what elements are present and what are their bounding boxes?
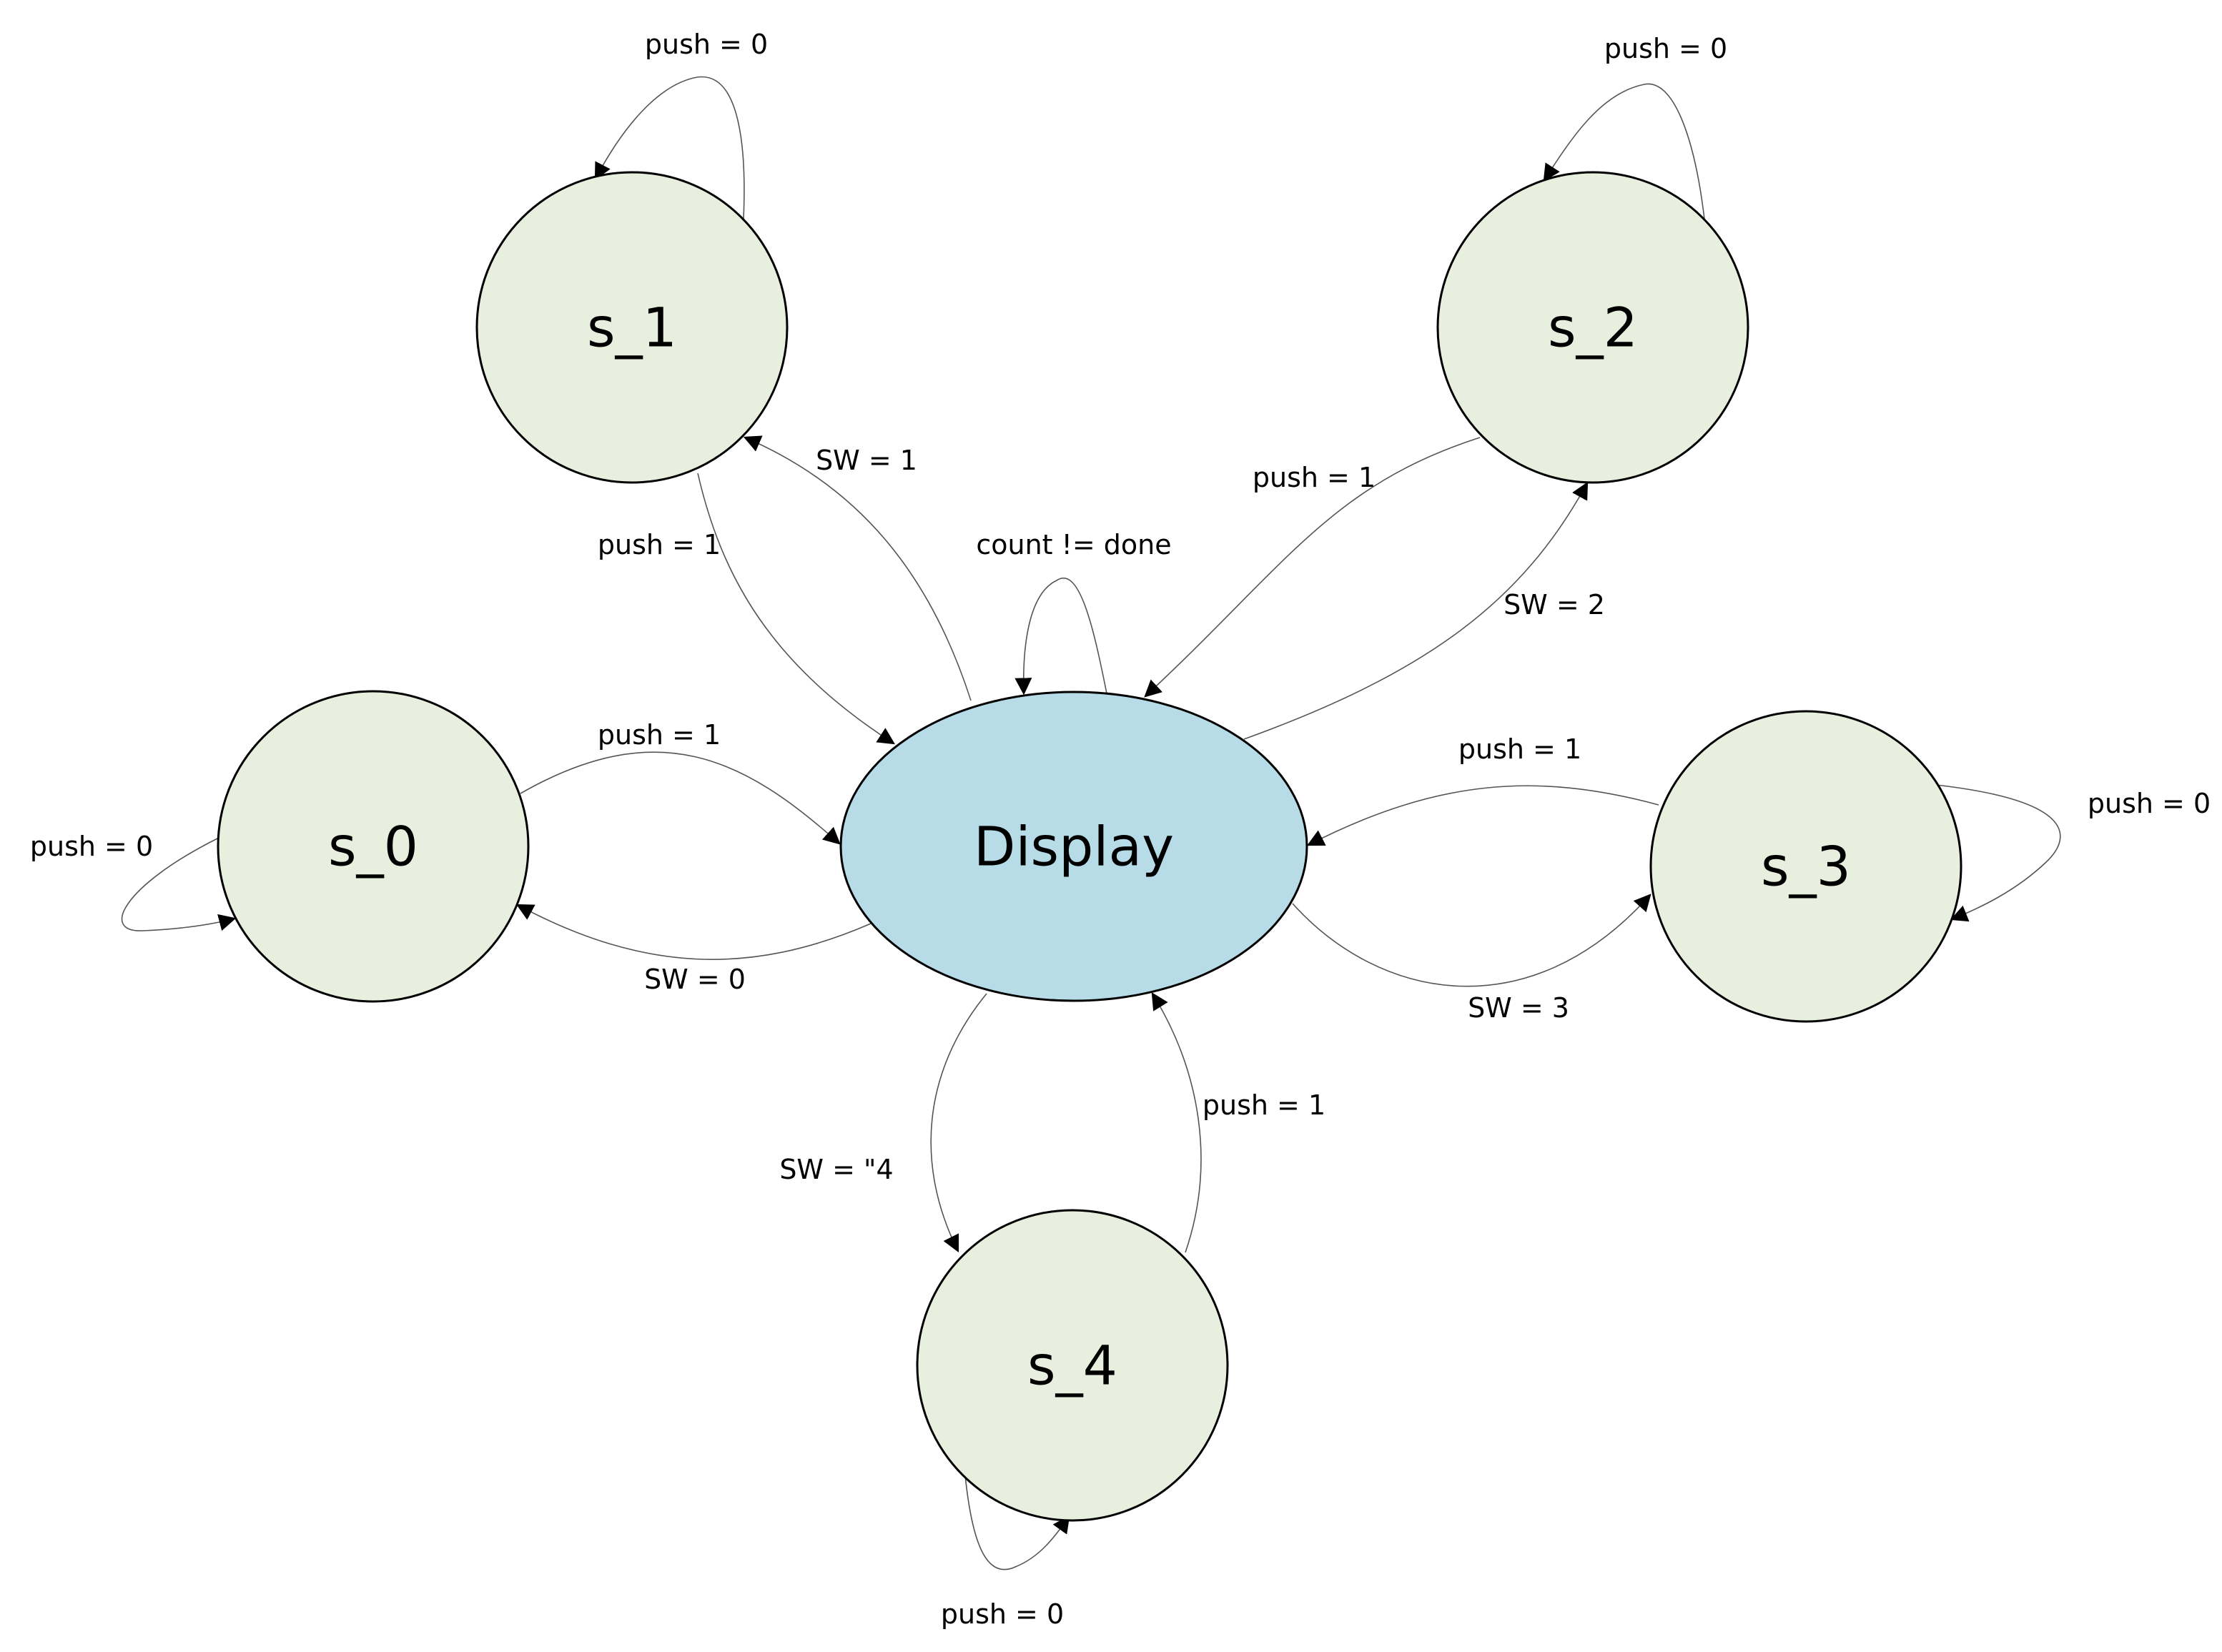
- label-display-to-s4: SW = "4: [779, 1154, 893, 1185]
- state-s0-label: s_0: [328, 815, 418, 879]
- state-s1-circle: [475, 171, 789, 484]
- state-display-label: Display: [974, 815, 1174, 879]
- edge-s4-to-display: [1151, 991, 1202, 1253]
- label-s3-self-loop: push = 0: [2088, 788, 2211, 819]
- label-s4-self-loop: push = 0: [941, 1598, 1064, 1630]
- edge-display-to-s3: [1292, 894, 1651, 987]
- edge-display-to-s0: [515, 904, 871, 960]
- edge-s1-self-loop: [594, 76, 745, 219]
- label-s2-self-loop: push = 0: [1604, 33, 1727, 64]
- state-s1: s_1: [475, 171, 789, 484]
- state-s0-circle: [217, 690, 530, 1003]
- label-s4-to-display: push = 1: [1203, 1089, 1325, 1121]
- edge-s4-self-loop: [964, 1475, 1070, 1571]
- edge-s3-self-loop: [1935, 784, 2061, 922]
- edge-display-self-loop: [1014, 578, 1107, 696]
- edge-display-to-s2: [1243, 481, 1589, 740]
- edge-s0-to-display: [520, 751, 841, 845]
- label-s1-self-loop: push = 0: [645, 29, 768, 60]
- label-display-to-s3: SW = 3: [1468, 992, 1569, 1024]
- edge-labels: push = 0 push = 1 SW = 0 push = 0 push =…: [30, 29, 2211, 1630]
- state-s2-circle: [1436, 171, 1749, 484]
- edge-s1-to-display: [697, 473, 896, 745]
- edge-s0-self-loop: [122, 837, 237, 931]
- state-s0: s_0: [217, 690, 530, 1003]
- label-s0-to-display: push = 1: [598, 719, 721, 751]
- label-s2-to-display: push = 1: [1253, 462, 1376, 493]
- label-s3-to-display: push = 1: [1458, 733, 1581, 765]
- label-display-to-s0: SW = 0: [644, 964, 746, 995]
- label-display-self-loop: count != done: [976, 529, 1171, 560]
- state-s3-label: s_3: [1761, 835, 1851, 899]
- state-s2: s_2: [1436, 171, 1749, 484]
- edge-display-to-s4: [930, 993, 987, 1253]
- edge-display-to-s1: [743, 435, 972, 701]
- state-s1-label: s_1: [587, 296, 677, 360]
- state-display-ellipse: [839, 691, 1308, 1002]
- edges: [122, 76, 2061, 1571]
- label-s0-self-loop: push = 0: [30, 831, 153, 862]
- state-s2-label: s_2: [1548, 296, 1638, 360]
- state-s3: s_3: [1649, 710, 1962, 1023]
- label-display-to-s1: SW = 1: [816, 445, 917, 476]
- state-s4-circle: [916, 1209, 1229, 1522]
- state-s4-label: s_4: [1027, 1334, 1117, 1398]
- nodes: s_0 s_1 s_2 s_3 s_4 Display: [217, 171, 1962, 1522]
- state-s4: s_4: [916, 1209, 1229, 1522]
- edge-s2-self-loop: [1543, 83, 1705, 219]
- label-s1-to-display: push = 1: [598, 529, 721, 560]
- edge-s3-to-display: [1306, 785, 1659, 846]
- edge-s2-to-display: [1144, 437, 1481, 698]
- state-display: Display: [839, 691, 1308, 1002]
- label-display-to-s2: SW = 2: [1503, 589, 1605, 620]
- state-s3-circle: [1649, 710, 1962, 1023]
